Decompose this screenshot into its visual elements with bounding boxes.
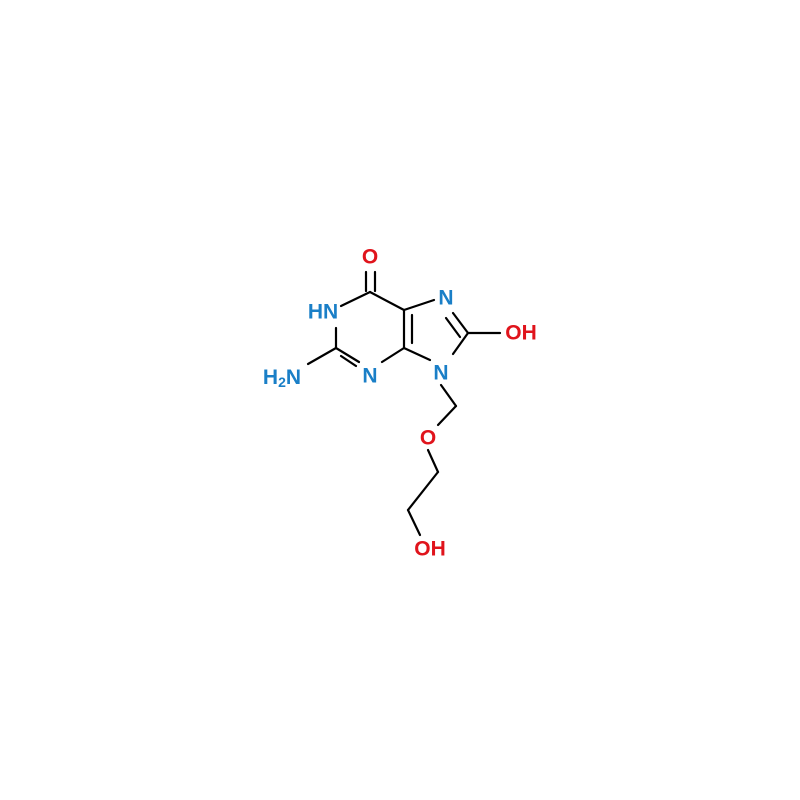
atom-n9: N	[433, 362, 448, 385]
atom-amino-group: H2N	[263, 366, 301, 391]
bond-c2-n3-1	[334, 346, 361, 364]
bond-n3-c4	[380, 346, 406, 364]
atom-n1-h: HN	[308, 301, 338, 324]
bond-c6-c5	[368, 290, 406, 312]
atom-n3: N	[362, 365, 377, 388]
bond-c6-n1	[339, 290, 372, 308]
bonds	[306, 270, 502, 537]
amino-subscript: 2	[278, 374, 286, 390]
bond-ch2-o	[436, 404, 458, 427]
bond-c5-n7	[402, 298, 436, 312]
bond-ch2-ch2	[406, 470, 440, 512]
bond-c2-n3-2	[339, 354, 358, 368]
bond-n7-c8-1	[451, 311, 470, 335]
bond-n7-c8-2	[444, 316, 462, 339]
atom-carbonyl-oxygen: O	[362, 246, 378, 269]
amino-n: N	[286, 366, 301, 389]
atom-ether-oxygen: O	[420, 427, 436, 450]
bond-c2-nh2	[306, 346, 338, 366]
bond-n9-ch2	[439, 383, 458, 408]
bond-o-ch2	[426, 448, 440, 474]
bond-n9-c4	[402, 346, 432, 362]
amino-h: H	[263, 366, 278, 389]
atom-n7: N	[438, 287, 453, 310]
bond-c8-n9	[451, 331, 470, 356]
atom-terminal-hydroxyl: OH	[414, 538, 446, 561]
atom-labels: O HN N N N OH H2N O OH	[263, 246, 537, 561]
atom-8-hydroxyl: OH	[505, 322, 537, 345]
bond-ch2-oh	[406, 508, 422, 537]
